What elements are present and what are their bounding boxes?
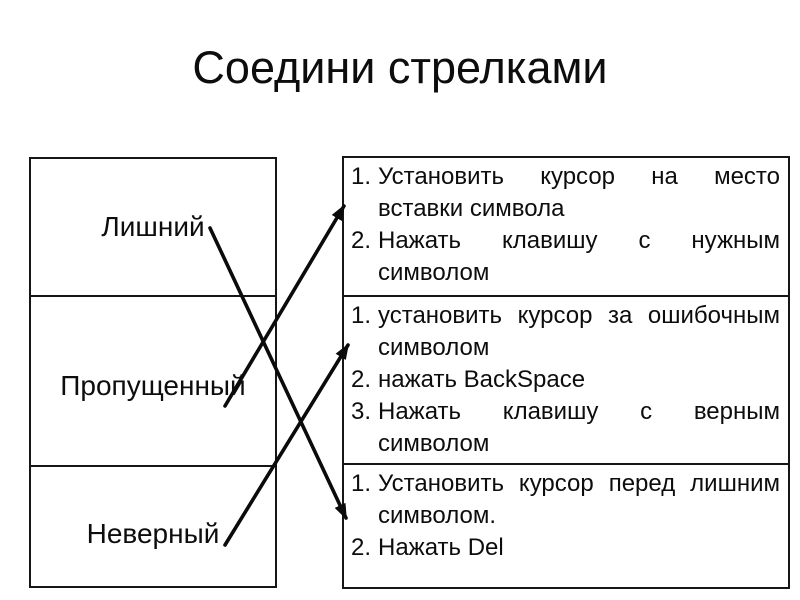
item-number: 2. [351,227,372,254]
item-text: установить курсор за ошибочным символом [378,302,780,361]
item-number: 3. [351,398,372,425]
instruction-item: 2. нажать BackSpace [350,364,780,396]
instruction-item: 3. Нажать клавишу с верным символом [350,396,780,460]
instruction-item: 1. установить курсор за ошибочным символ… [350,300,780,364]
error-types-table: Лишний Пропущенный Неверный [29,157,277,588]
slide-title: Соедини стрелками [192,42,608,93]
item-text: Нажать клавишу с нужным символом [378,227,780,286]
item-number: 2. [351,366,372,393]
item-text: Нажать Del [378,534,504,561]
item-number: 2. [351,534,372,561]
instruction-item: 1. Установить курсор на место вставки си… [350,161,780,225]
error-type-label-missed: Пропущенный [60,370,246,401]
item-number: 1. [351,163,372,190]
instruction-item: 1. Установить курсор перед лишним символ… [350,468,780,532]
error-type-label-wrong: Неверный [86,517,220,549]
instruction-item: 2. Нажать клавишу с нужным символом [350,225,780,289]
table-row: 1. Установить курсор перед лишним символ… [344,465,788,587]
item-text: Нажать клавишу с верным символом [378,398,780,457]
item-text: Установить курсор на место вставки симво… [378,163,780,222]
table-row: Лишний [31,159,275,297]
item-text: Установить курсор перед лишним символом. [378,470,780,529]
item-number: 1. [351,470,372,497]
table-row: Неверный [31,467,275,586]
instructions-table: 1. Установить курсор на место вставки си… [342,156,790,589]
table-row: 1. установить курсор за ошибочным символ… [344,297,788,465]
item-number: 1. [351,302,372,329]
instruction-item: 2. Нажать Del [350,532,780,564]
table-row: 1. Установить курсор на место вставки си… [344,158,788,297]
table-row: Пропущенный [31,297,275,467]
error-type-label-extra: Лишний [101,211,205,242]
item-text: нажать BackSpace [378,366,586,393]
